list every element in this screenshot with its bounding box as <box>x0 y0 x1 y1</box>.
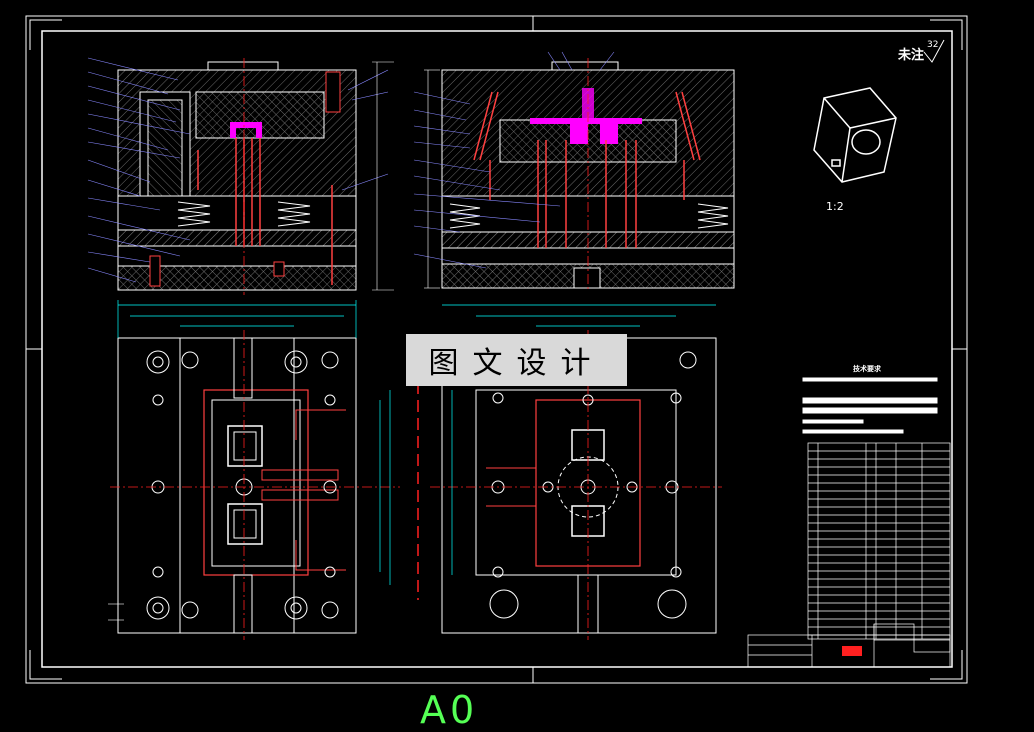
section-view-a <box>87 57 394 295</box>
roughness-label: 未注 <box>898 48 925 63</box>
roughness-value: 32 <box>927 40 939 50</box>
drawing-frame <box>25 15 968 684</box>
title-block <box>747 623 951 668</box>
tech-requirements-title: 技术要求 <box>853 365 881 373</box>
sheet-size-label: A0 <box>420 688 479 732</box>
plan-view-fixed <box>430 304 722 640</box>
section-view-b <box>413 51 735 292</box>
roughness-check-icon <box>923 39 945 63</box>
bill-of-materials <box>807 442 951 640</box>
iso-part-3d-icon <box>813 87 897 183</box>
iso-scale-label: 1:2 <box>826 200 844 213</box>
tech-requirements-lines <box>802 377 938 434</box>
plan-view-moving <box>108 300 400 640</box>
watermark-label: 图文设计 <box>406 334 627 386</box>
